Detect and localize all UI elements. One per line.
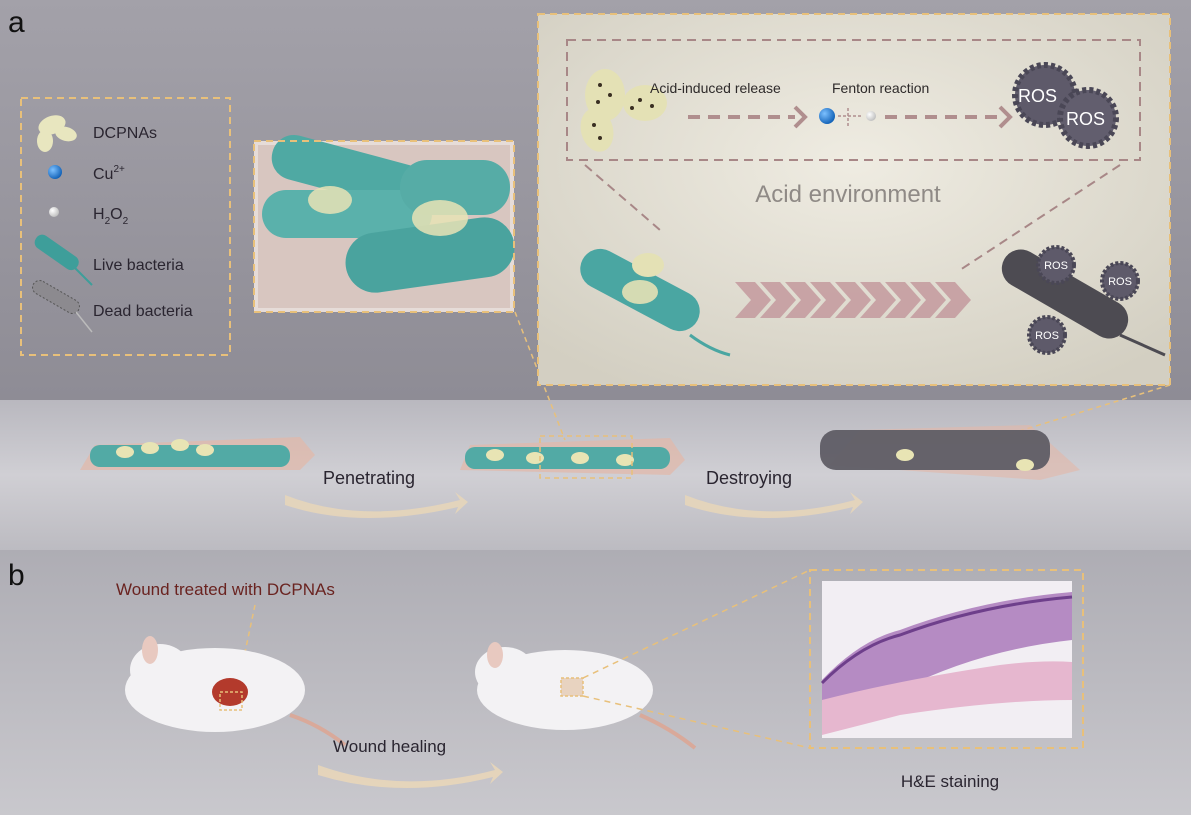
biofilm-closeup: [253, 134, 515, 313]
chevron-arrows: [735, 282, 971, 318]
he-staining-label: H&E staining: [901, 772, 999, 791]
legend-dead: Dead bacteria: [93, 303, 193, 320]
ros-icon: ROS ROS: [1012, 62, 1119, 149]
svg-text:ROS: ROS: [1044, 260, 1068, 272]
mouse-healed: [475, 642, 697, 750]
zoom-leader-line: [514, 311, 566, 441]
legend-h2o2: H2O2: [93, 206, 129, 227]
acid-environment-label: Acid environment: [755, 181, 941, 208]
svg-text:ROS: ROS: [1108, 276, 1132, 288]
funnel-lines: [584, 164, 1121, 271]
biofilm-stage-1: [80, 437, 315, 470]
healing-arrow: [318, 762, 503, 789]
destroying-arrow: [685, 492, 863, 519]
acid-release-label: Acid-induced release: [650, 80, 781, 96]
biofilm-stage-2: [460, 435, 685, 479]
plus-icon: [838, 108, 862, 126]
wound-healing-label: Wound healing: [333, 737, 446, 756]
mechanism-inset: Acid-induced release Fenton reaction ROS…: [537, 13, 1171, 386]
live-bacterium-icon: [580, 248, 731, 357]
arrow-head: [998, 105, 1013, 129]
penetrating-label: Penetrating: [323, 468, 415, 488]
ros-label: ROS: [1066, 109, 1105, 129]
dead-bacterium-icon: [1001, 249, 1166, 357]
he-staining-image: [809, 569, 1084, 749]
destroying-label: Destroying: [706, 468, 792, 488]
he-leader-lines: [582, 569, 811, 749]
legend-live: Live bacteria: [93, 257, 184, 274]
cu-ion-icon: [819, 108, 835, 124]
h2o2-icon: [49, 207, 59, 217]
panel-b-label: b: [8, 559, 25, 592]
mouse-treated: [125, 636, 347, 747]
live-bacteria-icon: [34, 234, 93, 286]
svg-text:ROS: ROS: [1035, 330, 1059, 342]
dead-bacteria-icon: [32, 280, 93, 333]
dcpnas-icon: [580, 69, 667, 152]
h2o2-icon: [866, 111, 876, 121]
fenton-label: Fenton reaction: [832, 80, 929, 96]
legend-cu: Cu2+: [93, 164, 125, 183]
biofilm-stage-3: [820, 425, 1080, 480]
penetrating-arrow: [285, 492, 468, 519]
legend: DCPNAs Cu2+ H2O2 Live bacteria Dead bact…: [20, 97, 231, 356]
panel-a-label: a: [8, 6, 25, 39]
legend-dcpnas: DCPNAs: [93, 125, 157, 142]
zoom-region-marker: [539, 435, 633, 479]
wound-treated-label: Wound treated with DCPNAs: [116, 580, 335, 599]
ros-small-icons: ROS ROS ROS: [1027, 245, 1140, 355]
dcpnas-icon: [37, 115, 77, 152]
cu-ion-icon: [48, 165, 62, 179]
arrow-head: [793, 105, 808, 129]
ros-label: ROS: [1018, 86, 1057, 106]
